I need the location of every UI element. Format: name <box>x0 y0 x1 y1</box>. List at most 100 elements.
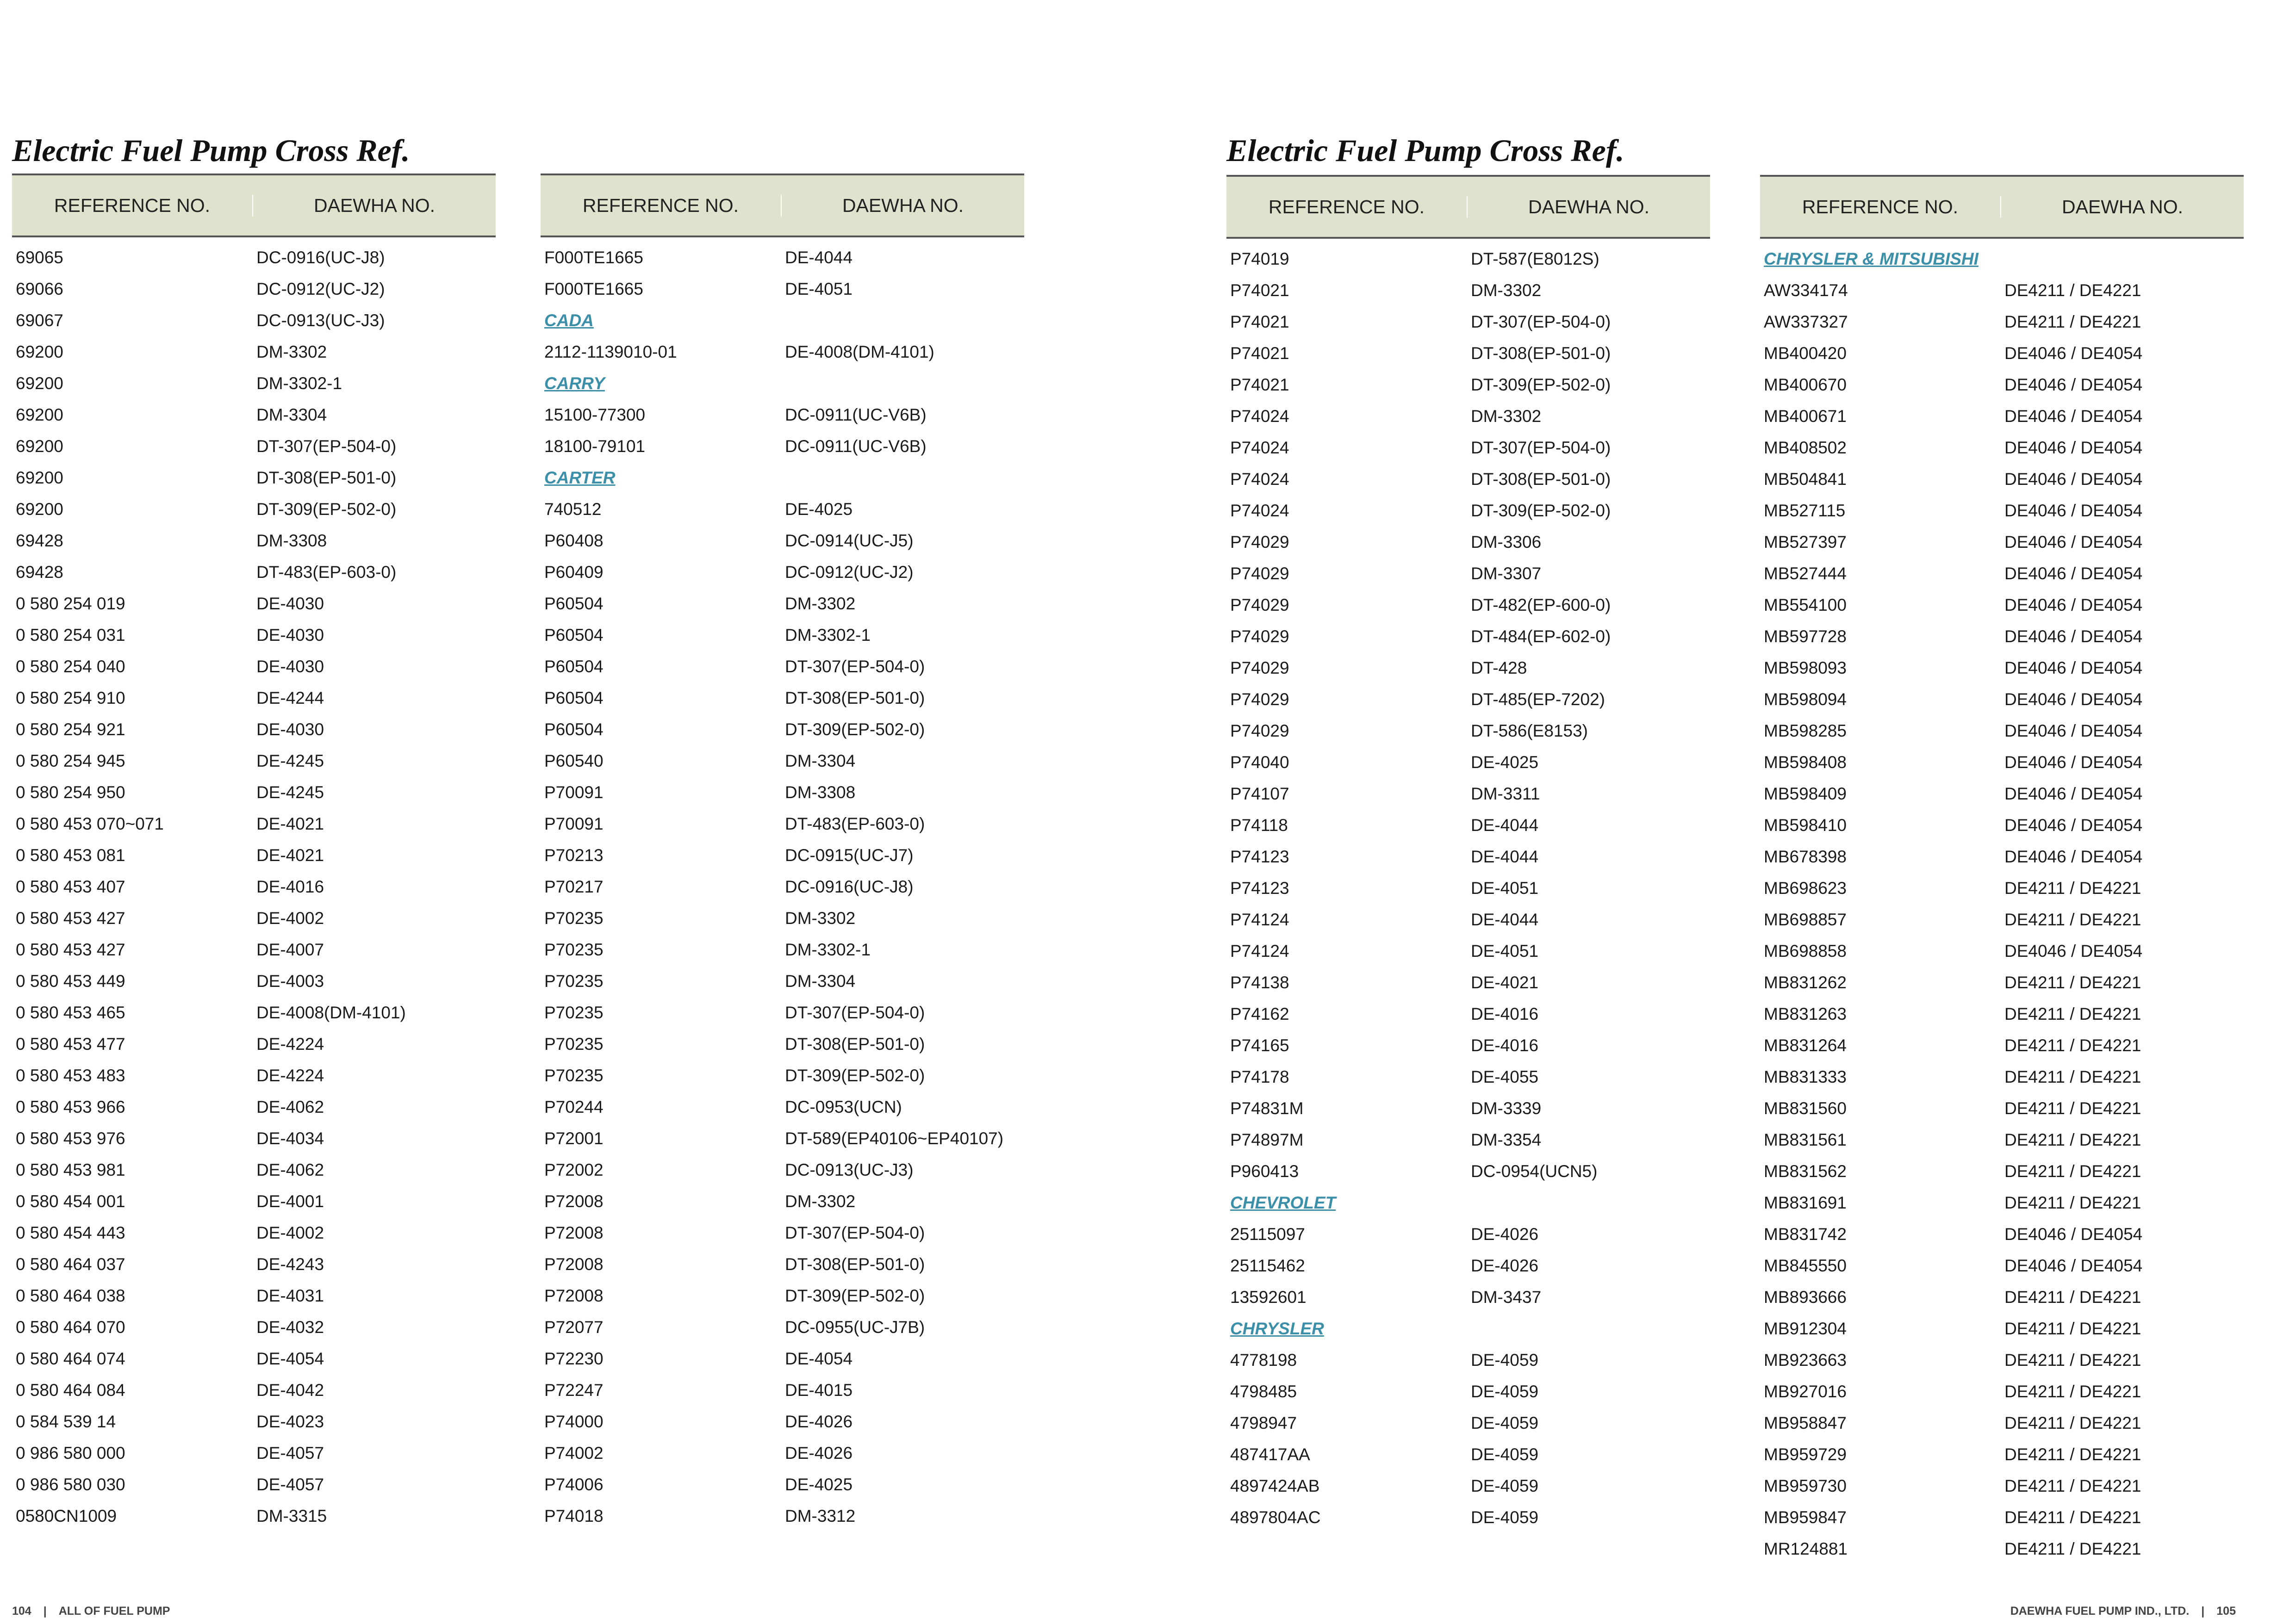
reference-number: P74123 <box>1230 847 1289 866</box>
daewha-number: DE-4059 <box>1471 1476 1539 1495</box>
daewha-number: DE-4245 <box>256 751 324 770</box>
daewha-number: DE4046 / DE4054 <box>2004 721 2143 740</box>
brand-link[interactable]: CARRY <box>544 374 605 393</box>
reference-number: P74178 <box>1230 1067 1289 1086</box>
reference-number: P74024 <box>1230 501 1289 520</box>
reference-number: 0 580 464 037 <box>16 1255 125 1274</box>
reference-no-header: REFERENCE NO. <box>541 194 782 217</box>
table-row: 0 580 464 037 DE-4243 <box>12 1249 496 1280</box>
daewha-number: DE-4032 <box>256 1318 324 1337</box>
daewha-number: DC-0913(UC-J3) <box>785 1160 914 1179</box>
daewha-number: DM-3339 <box>1471 1099 1542 1118</box>
brand-heading-row[interactable]: CHRYSLER <box>1226 1313 1710 1345</box>
reference-number: P74029 <box>1230 533 1289 552</box>
reference-number: 0 580 453 427 <box>16 940 125 959</box>
reference-number: MB400671 <box>1764 407 1847 426</box>
daewha-number: DE-4054 <box>785 1349 853 1368</box>
reference-number: P74897M <box>1230 1130 1304 1149</box>
reference-number: MB527397 <box>1764 533 1847 552</box>
daewha-number: DE4046 / DE4054 <box>2004 501 2143 520</box>
reference-number: MB831262 <box>1764 973 1847 992</box>
reference-number: P72002 <box>544 1160 604 1179</box>
reference-number: MB845550 <box>1764 1256 1847 1275</box>
daewha-number: DE-4062 <box>256 1097 324 1116</box>
reference-number: 487417AA <box>1230 1445 1310 1464</box>
reference-number: 0 580 254 910 <box>16 688 125 707</box>
table-header: REFERENCE NO.DAEWHA NO. <box>541 174 1024 237</box>
reference-number: MB598409 <box>1764 784 1847 803</box>
table-header: REFERENCE NO.DAEWHA NO. <box>1760 175 2244 239</box>
reference-number: 0 580 254 031 <box>16 626 125 645</box>
brand-heading-row[interactable]: CHRYSLER & MITSUBISHI <box>1760 243 2244 275</box>
daewha-number: DM-3302 <box>256 342 327 361</box>
daewha-number: DM-3302-1 <box>256 374 342 393</box>
brand-link[interactable]: CHRYSLER <box>1230 1319 1324 1338</box>
daewha-number: DE4046 / DE4054 <box>2004 753 2143 772</box>
daewha-number: DT-485(EP-7202) <box>1471 690 1605 709</box>
daewha-number: DE4211 / DE4221 <box>2004 1351 2141 1370</box>
reference-number: P74165 <box>1230 1036 1289 1055</box>
reference-number: MB923663 <box>1764 1351 1847 1370</box>
reference-number: P70091 <box>544 814 604 833</box>
daewha-number: DE4046 / DE4054 <box>2004 942 2143 961</box>
reference-number: MB527115 <box>1764 501 1846 520</box>
daewha-number: DE4046 / DE4054 <box>2004 816 2143 835</box>
daewha-number: DE-4003 <box>256 972 324 991</box>
reference-number: P74002 <box>544 1444 604 1463</box>
brand-link[interactable]: CARTER <box>544 468 616 487</box>
reference-number: 25115097 <box>1230 1225 1305 1244</box>
brand-heading-row[interactable]: CADA <box>541 305 1024 336</box>
reference-number: 69200 <box>16 500 63 519</box>
reference-number: P74029 <box>1230 627 1289 646</box>
brand-heading-row[interactable]: CARRY <box>541 368 1024 399</box>
table-row: MB527115 DE4046 / DE4054 <box>1760 495 2244 527</box>
reference-number: 18100-79101 <box>544 437 646 456</box>
brand-link[interactable]: CADA <box>544 311 594 330</box>
daewha-number: DC-0916(UC-J8) <box>785 877 914 896</box>
page-title: Electric Fuel Pump Cross Ref. <box>1226 133 1624 168</box>
reference-number: 0 580 453 427 <box>16 909 125 928</box>
footer-separator: | <box>2201 1605 2205 1618</box>
daewha-number: DE-4044 <box>1471 847 1539 866</box>
reference-number: P74029 <box>1230 595 1289 614</box>
brand-heading-row[interactable]: CARTER <box>541 462 1024 494</box>
daewha-number: DT-308(EP-501-0) <box>1471 344 1611 363</box>
daewha-number: DE4211 / DE4221 <box>2004 1508 2141 1527</box>
page-footer: 104|ALL OF FUEL PUMP <box>12 1605 170 1618</box>
daewha-number: DE-4245 <box>256 783 324 802</box>
reference-number: 0 580 453 483 <box>16 1066 125 1085</box>
daewha-number: DE-4243 <box>256 1255 324 1274</box>
reference-number: 4798485 <box>1230 1382 1297 1401</box>
brand-heading-row[interactable]: CHEVROLET <box>1226 1187 1710 1219</box>
daewha-number: DE-4031 <box>256 1286 324 1305</box>
daewha-number: DE-4034 <box>256 1129 324 1148</box>
brand-link[interactable]: CHRYSLER & MITSUBISHI <box>1764 249 1979 268</box>
reference-number: P72230 <box>544 1349 604 1368</box>
brand-link[interactable]: CHEVROLET <box>1230 1193 1336 1212</box>
daewha-number: DC-0955(UC-J7B) <box>785 1318 925 1337</box>
left-page: Electric Fuel Pump Cross Ref. REFERENCE … <box>0 0 1148 1618</box>
daewha-number: DT-308(EP-501-0) <box>785 1035 925 1054</box>
